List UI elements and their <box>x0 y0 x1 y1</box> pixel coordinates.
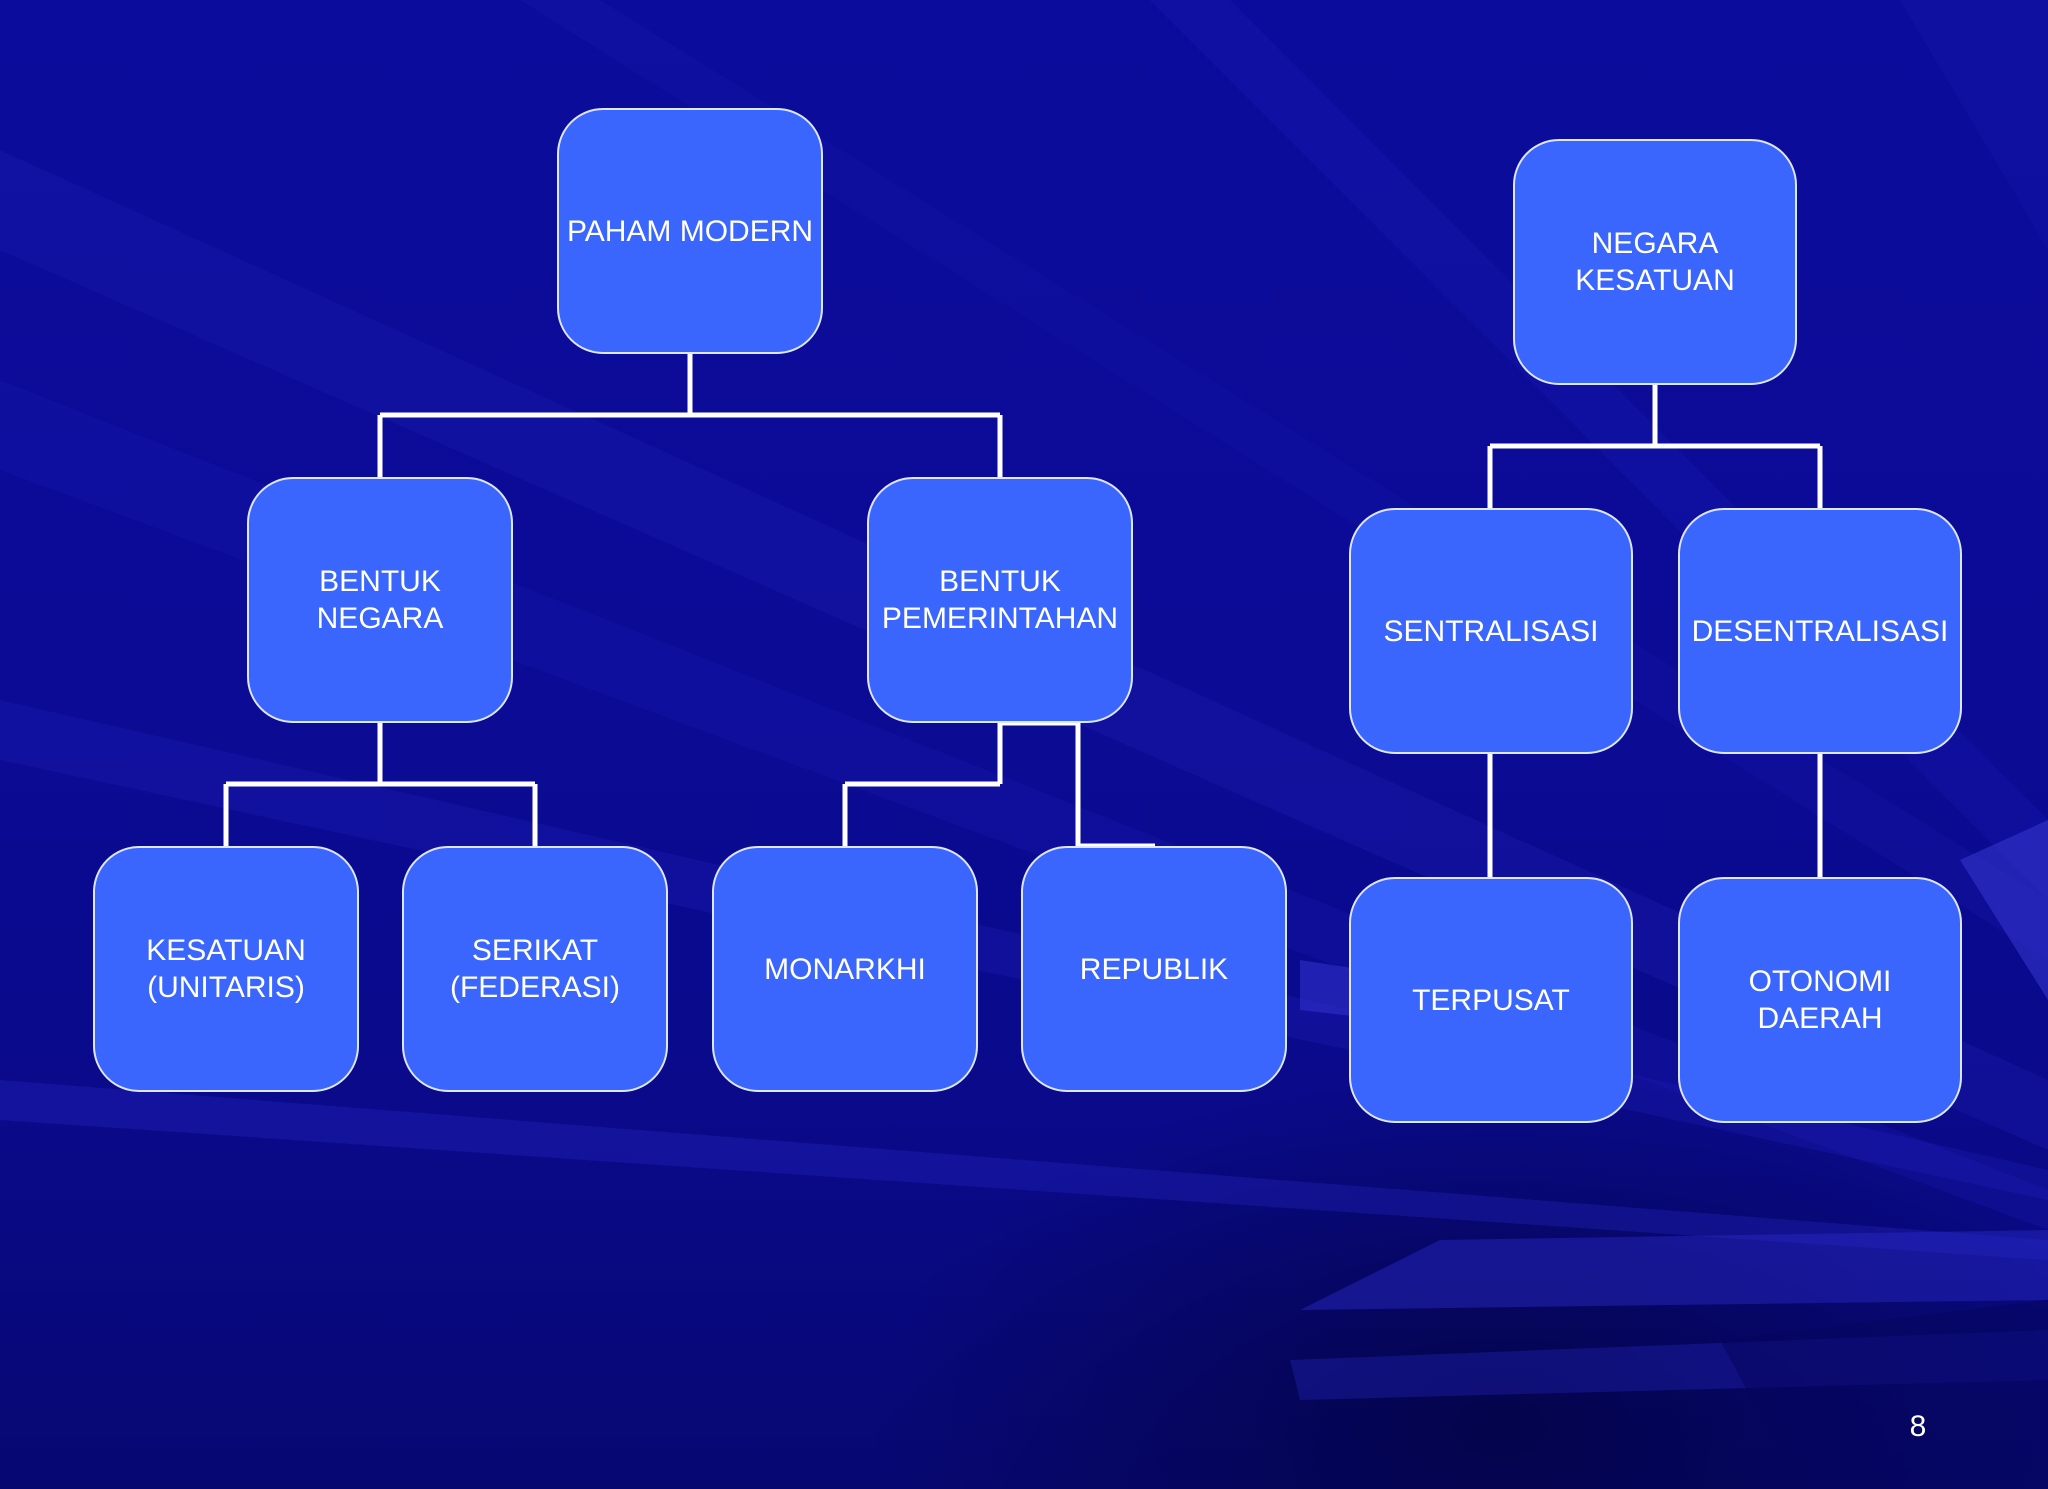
node-republik: REPUBLIK <box>1021 846 1287 1092</box>
node-bentuk-pemerintahan: BENTUK PEMERINTAHAN <box>867 477 1133 723</box>
node-terpusat: TERPUSAT <box>1349 877 1633 1123</box>
node-desentralisasi: DESENTRALISASI <box>1678 508 1962 754</box>
node-paham-modern: PAHAM MODERN <box>557 108 823 354</box>
node-bentuk-negara: BENTUK NEGARA <box>247 477 513 723</box>
node-monarkhi: MONARKHI <box>712 846 978 1092</box>
node-serikat-federasi: SERIKAT (FEDERASI) <box>402 846 668 1092</box>
page-number: 8 <box>1909 1410 1927 1443</box>
node-otonomi-daerah: OTONOMI DAERAH <box>1678 877 1962 1123</box>
node-negara-kesatuan: NEGARA KESATUAN <box>1513 139 1797 385</box>
node-sentralisasi: SENTRALISASI <box>1349 508 1633 754</box>
node-kesatuan-unitaris: KESATUAN (UNITARIS) <box>93 846 359 1092</box>
